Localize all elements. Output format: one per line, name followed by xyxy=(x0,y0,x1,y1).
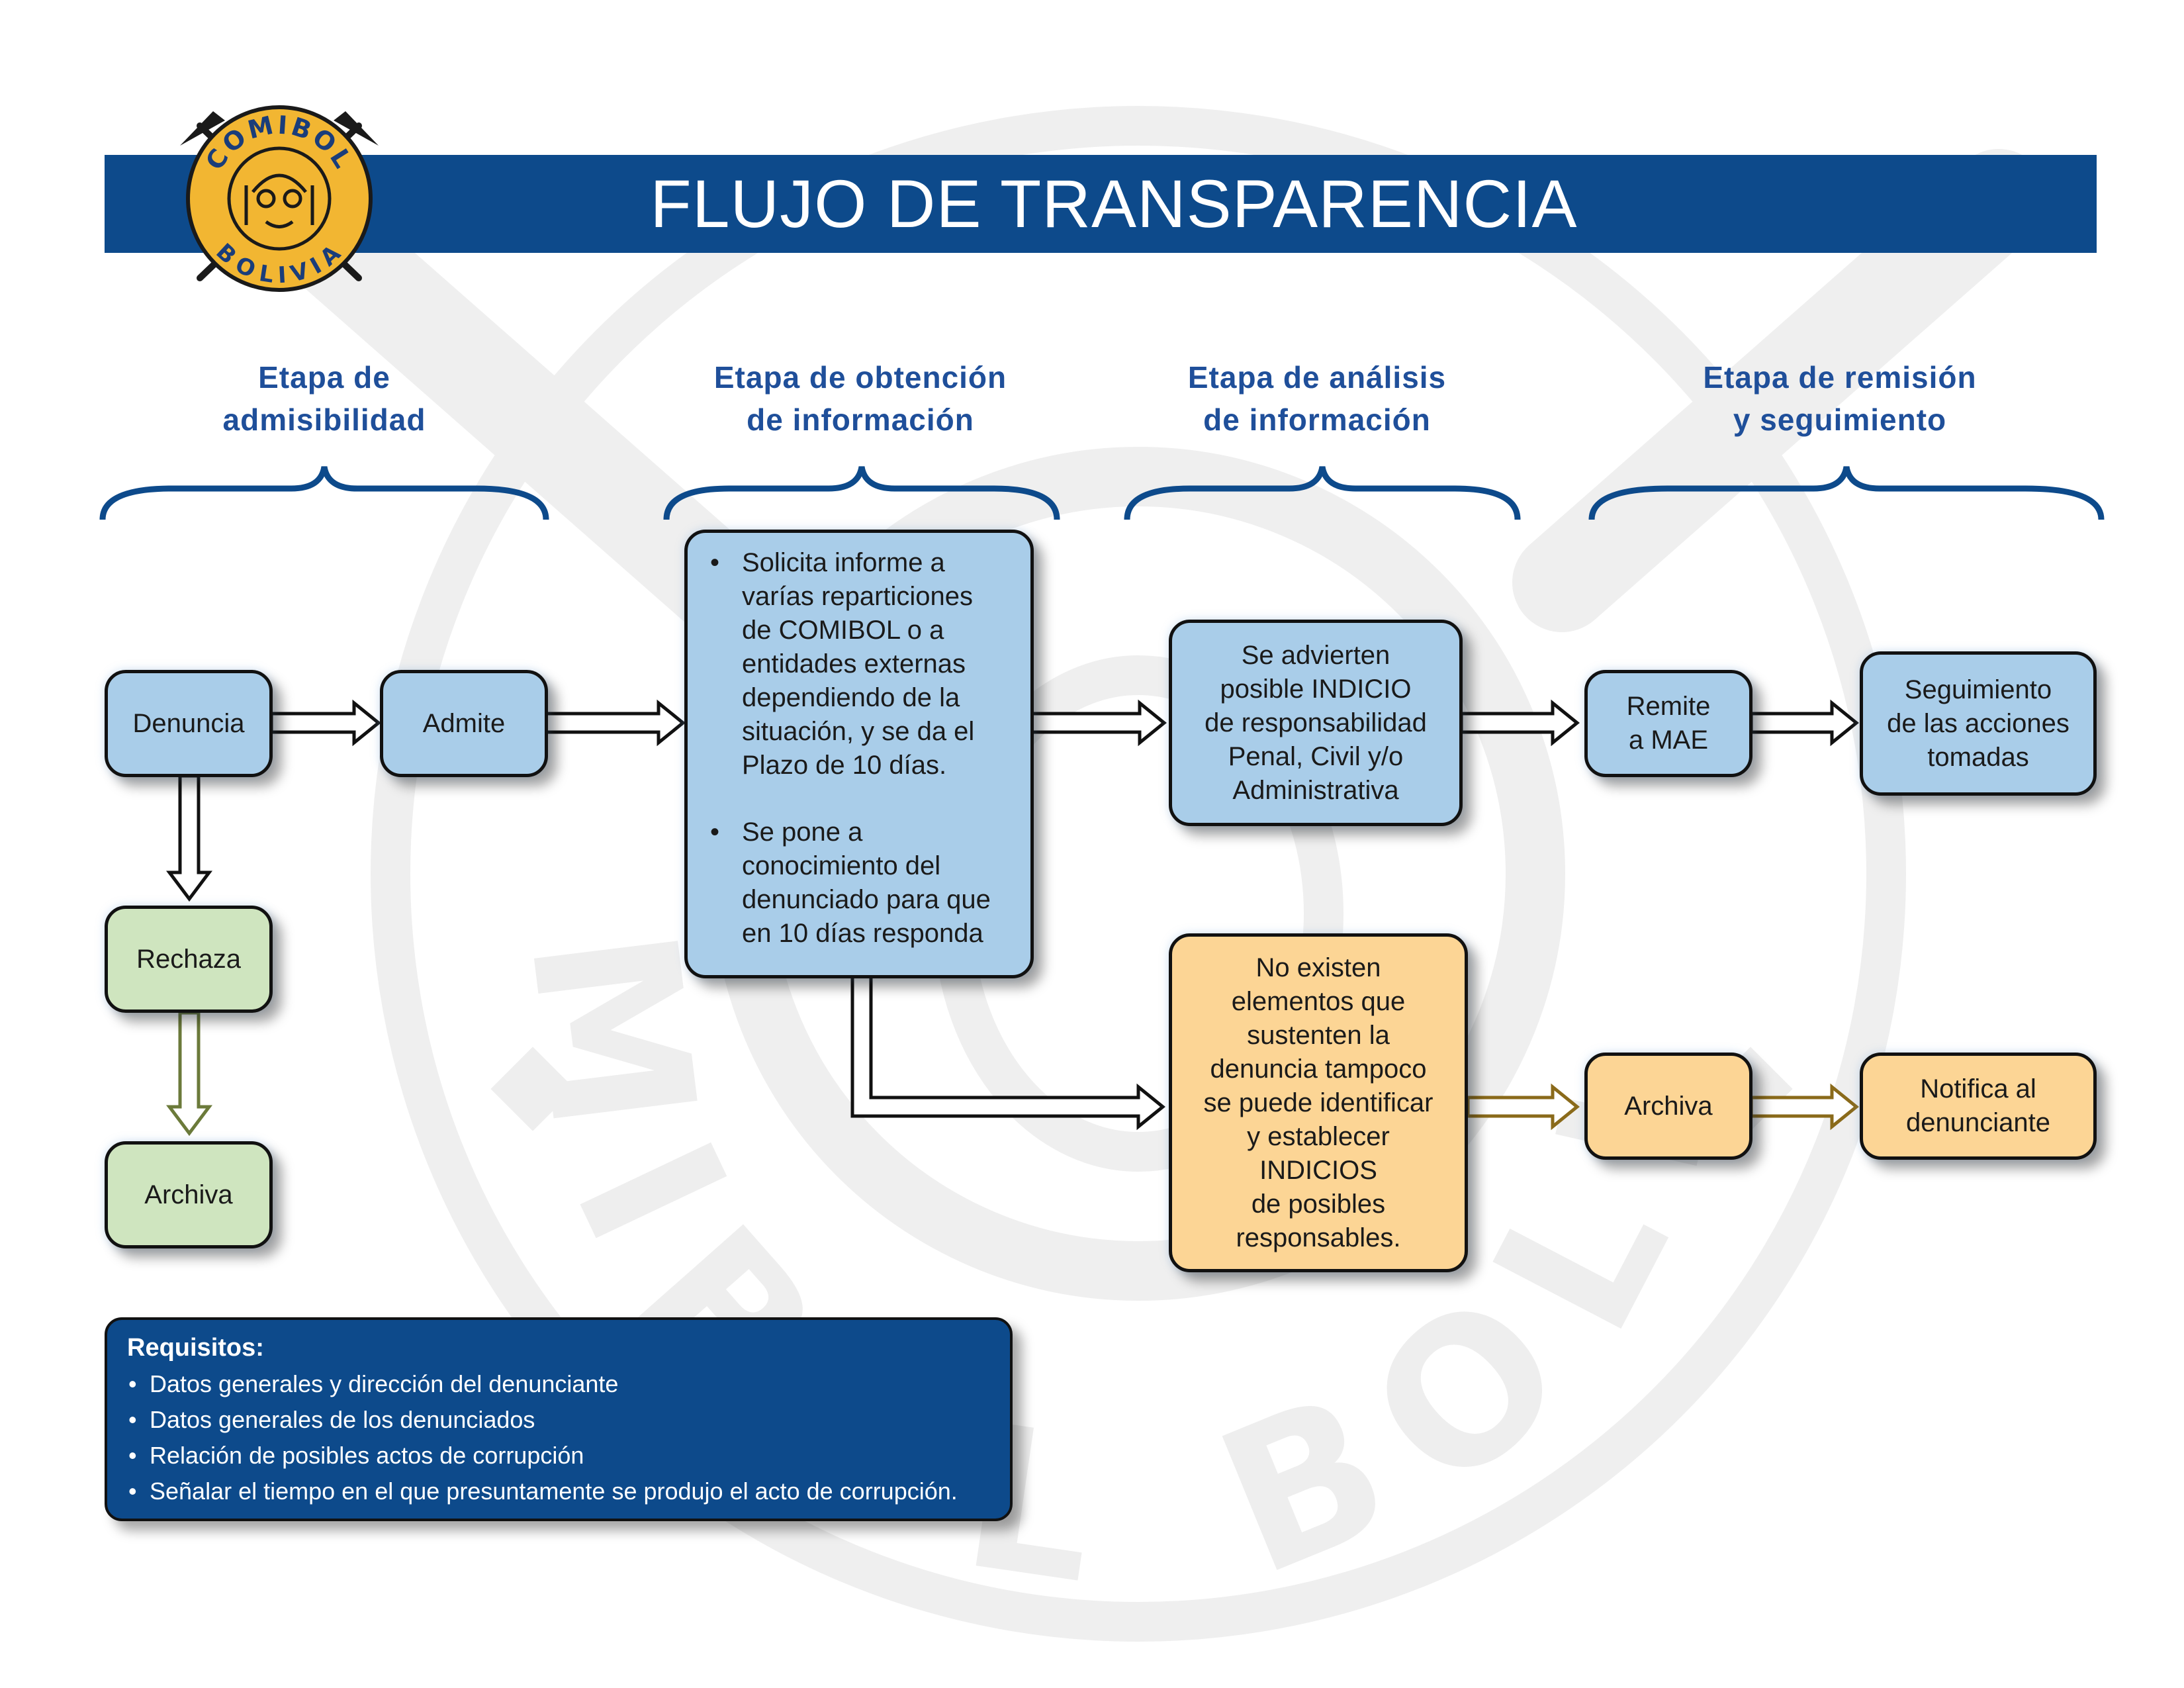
node-remite-mae: Remite a MAE xyxy=(1584,670,1752,777)
node-denuncia-label: Denuncia xyxy=(132,708,245,738)
stage-obtencion-line1: Etapa de obtención xyxy=(713,360,1007,395)
stage-brace-3 xyxy=(1124,466,1521,520)
node-archiva-rechazo: Archiva xyxy=(105,1141,273,1248)
node-rechaza: Rechaza xyxy=(105,906,273,1013)
stage-brace-4 xyxy=(1588,466,2105,520)
requisito-item: Datos generales y dirección del denuncia… xyxy=(127,1366,990,1402)
requisitos-title: Requisitos: xyxy=(127,1334,264,1362)
stage-obtencion-line2: de información xyxy=(747,402,974,437)
page-title: FLUJO DE TRANSPARENCIA xyxy=(650,166,1578,242)
title-bar: FLUJO DE TRANSPARENCIA xyxy=(105,155,2097,253)
node-denuncia: Denuncia xyxy=(105,670,273,777)
node-indicio: Se advierten posible INDICIO de responsa… xyxy=(1169,620,1463,826)
stage-obtencion: Etapa de obtención de información xyxy=(662,356,1059,441)
node-seguimiento: Seguimiento de las acciones tomadas xyxy=(1860,651,2097,796)
stage-analisis: Etapa de análisis de información xyxy=(1118,356,1516,441)
node-rechaza-label: Rechaza xyxy=(136,944,241,974)
node-seguimiento-label: Seguimiento de las acciones tomadas xyxy=(1887,675,2070,772)
comibol-logo: COMIBOL BOLIVIA xyxy=(180,105,379,292)
stage-admisibilidad-line2: admisibilidad xyxy=(222,402,426,437)
stage-remision-line2: y seguimiento xyxy=(1733,402,1947,437)
stage-analisis-line1: Etapa de análisis xyxy=(1187,360,1447,395)
requisito-item: Señalar el tiempo en el que presuntament… xyxy=(127,1474,990,1509)
node-archiva-final-label: Archiva xyxy=(1624,1091,1713,1121)
node-no-existen-label: No existen elementos que sustenten la de… xyxy=(1203,953,1433,1252)
node-archiva-final: Archiva xyxy=(1584,1053,1752,1160)
obtencion-item-solicita: Solicita informe a varías reparticiones … xyxy=(705,546,991,782)
obtencion-list: Solicita informe a varías reparticiones … xyxy=(705,546,991,951)
node-notifica: Notifica al denunciante xyxy=(1860,1053,2097,1160)
node-admite-label: Admite xyxy=(422,708,506,738)
node-obtencion-informacion: Solicita informe a varías reparticiones … xyxy=(684,530,1034,978)
node-remite-mae-label: Remite a MAE xyxy=(1626,692,1711,755)
stage-brace-1 xyxy=(99,466,549,520)
node-no-existen: No existen elementos que sustenten la de… xyxy=(1169,933,1468,1272)
requisito-item: Relación de posibles actos de corrupción xyxy=(127,1438,990,1474)
stage-brace-2 xyxy=(663,466,1060,520)
requisitos-list: Datos generales y dirección del denuncia… xyxy=(127,1366,990,1509)
stage-remision: Etapa de remisión y seguimiento xyxy=(1641,356,2038,441)
obtencion-item-conocimiento: Se pone a conocimiento del denunciado pa… xyxy=(705,816,991,951)
requisito-item: Datos generales de los denunciados xyxy=(127,1402,990,1438)
node-notifica-label: Notifica al denunciante xyxy=(1906,1074,2050,1137)
node-admite: Admite xyxy=(380,670,548,777)
stage-remision-line1: Etapa de remisión xyxy=(1703,360,1977,395)
stage-admisibilidad-line1: Etapa de xyxy=(258,360,390,395)
requisitos-box: Requisitos: Datos generales y dirección … xyxy=(105,1317,1013,1521)
node-indicio-label: Se advierten posible INDICIO de responsa… xyxy=(1205,640,1427,805)
node-archiva-rechazo-label: Archiva xyxy=(144,1180,233,1209)
stage-analisis-line2: de información xyxy=(1203,402,1431,437)
stage-admisibilidad: Etapa de admisibilidad xyxy=(146,356,503,441)
